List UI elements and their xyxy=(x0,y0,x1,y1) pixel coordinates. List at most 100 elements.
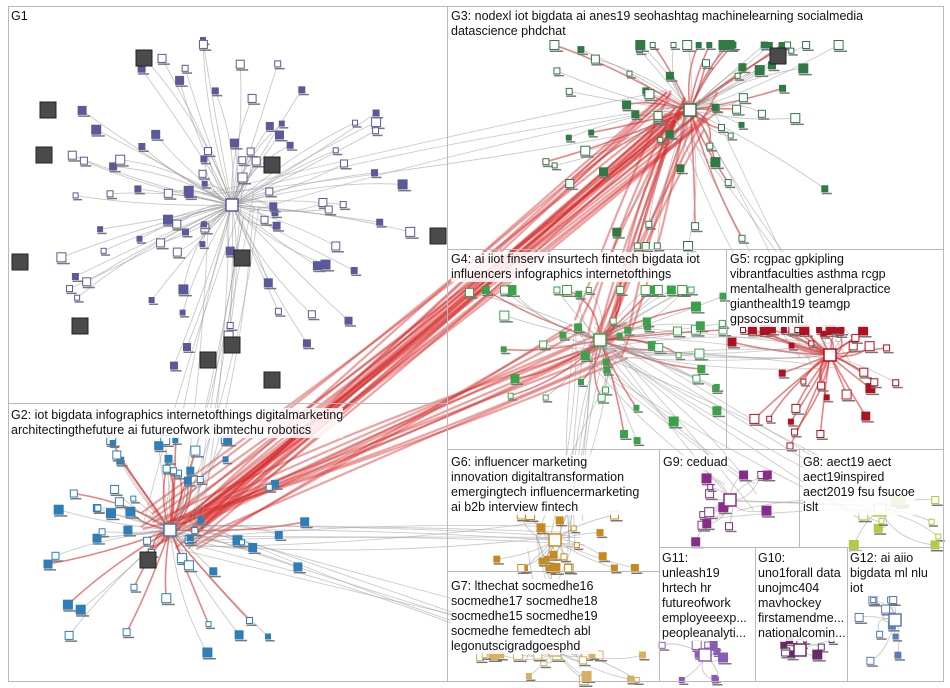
node-avatar xyxy=(248,543,258,552)
edge xyxy=(616,109,691,233)
node-avatar xyxy=(870,378,879,387)
inter-group-edge xyxy=(187,100,690,550)
inter-group-edge xyxy=(196,534,570,551)
node-caption xyxy=(325,214,337,216)
node-caption xyxy=(340,168,352,170)
node-caption xyxy=(107,197,117,200)
node-caption xyxy=(718,512,732,515)
node-caption xyxy=(876,638,887,640)
node-avatar xyxy=(565,179,575,189)
node-caption xyxy=(617,339,627,341)
node-caption xyxy=(333,153,343,156)
node-avatar xyxy=(622,100,632,110)
inter-group-edge xyxy=(592,336,817,351)
node-avatar xyxy=(633,437,641,445)
node-caption xyxy=(763,480,776,482)
edge xyxy=(645,109,691,247)
node-avatar xyxy=(265,633,271,640)
node-avatar xyxy=(738,93,748,103)
node-caption xyxy=(874,533,887,535)
inter-group-edge xyxy=(593,353,842,361)
node-caption xyxy=(851,342,863,344)
inter-group-edge xyxy=(605,96,686,337)
edge xyxy=(569,90,691,111)
node-caption xyxy=(704,517,718,520)
node-caption xyxy=(65,640,78,642)
node-caption xyxy=(627,683,638,685)
node-caption xyxy=(603,366,614,368)
inter-group-edge xyxy=(171,524,567,533)
inter-group-edge xyxy=(181,206,260,515)
node-caption xyxy=(517,572,529,574)
group-label-g1: G1 xyxy=(11,9,28,24)
node-caption xyxy=(109,170,121,173)
node-caption xyxy=(172,229,185,231)
node-caption xyxy=(175,85,188,87)
node-caption xyxy=(544,562,554,564)
profile-avatar xyxy=(199,351,217,369)
node-avatar xyxy=(237,172,248,183)
node-caption xyxy=(749,424,763,426)
node-caption xyxy=(542,165,553,168)
node-caption xyxy=(526,679,536,681)
node-caption xyxy=(739,128,748,130)
edge xyxy=(169,529,208,653)
node-caption xyxy=(631,118,643,121)
node-avatar xyxy=(340,159,348,168)
node-caption xyxy=(812,660,826,662)
node-caption xyxy=(497,659,508,661)
inter-group-edge xyxy=(152,351,580,524)
nodes-layer xyxy=(11,37,945,687)
edge xyxy=(636,109,691,247)
group-label-g7: G7: lthechat socmedhe16 socmedhe17 socme… xyxy=(451,579,598,654)
node-avatar xyxy=(749,413,760,424)
node-caption xyxy=(110,446,120,448)
node-avatar xyxy=(183,560,194,571)
node-caption xyxy=(718,663,732,665)
node-avatar xyxy=(889,596,898,604)
node-caption xyxy=(861,421,874,423)
node-avatar xyxy=(788,47,795,54)
node-avatar xyxy=(71,273,79,280)
node-avatar xyxy=(350,267,358,274)
node-caption xyxy=(539,565,549,567)
inter-group-edge xyxy=(573,358,598,544)
node-avatar xyxy=(575,290,583,298)
node-avatar xyxy=(344,316,353,325)
node-caption xyxy=(598,402,610,404)
node-avatar xyxy=(352,119,358,126)
node-caption xyxy=(657,143,667,145)
node-avatar xyxy=(371,169,378,177)
node-caption xyxy=(238,164,250,167)
inter-group-edge xyxy=(171,112,700,520)
node-avatar xyxy=(161,593,172,604)
node-avatar xyxy=(172,219,182,229)
inter-group-edge xyxy=(188,91,668,517)
node-avatar xyxy=(738,234,746,242)
node-caption xyxy=(602,394,613,396)
profile-avatar xyxy=(35,146,53,164)
edge xyxy=(68,529,171,636)
node-caption xyxy=(748,335,761,337)
node-caption xyxy=(116,465,128,467)
node-avatar xyxy=(800,378,807,385)
edge xyxy=(169,529,251,622)
node-avatar xyxy=(559,331,567,339)
node-caption xyxy=(137,242,146,244)
node-avatar xyxy=(761,505,772,516)
node-avatar xyxy=(200,155,208,163)
node-caption xyxy=(149,303,159,305)
node-caption xyxy=(892,386,903,389)
node-caption xyxy=(883,351,894,354)
node-caption xyxy=(165,463,176,465)
node-avatar xyxy=(75,604,86,615)
node-avatar xyxy=(540,659,548,667)
node-caption xyxy=(279,127,289,129)
node-caption xyxy=(115,165,129,167)
node-avatar xyxy=(740,327,746,333)
node-caption xyxy=(842,400,856,402)
edge xyxy=(169,458,226,531)
node-avatar xyxy=(678,677,685,683)
node-caption xyxy=(130,502,140,504)
node-avatar xyxy=(94,504,102,512)
